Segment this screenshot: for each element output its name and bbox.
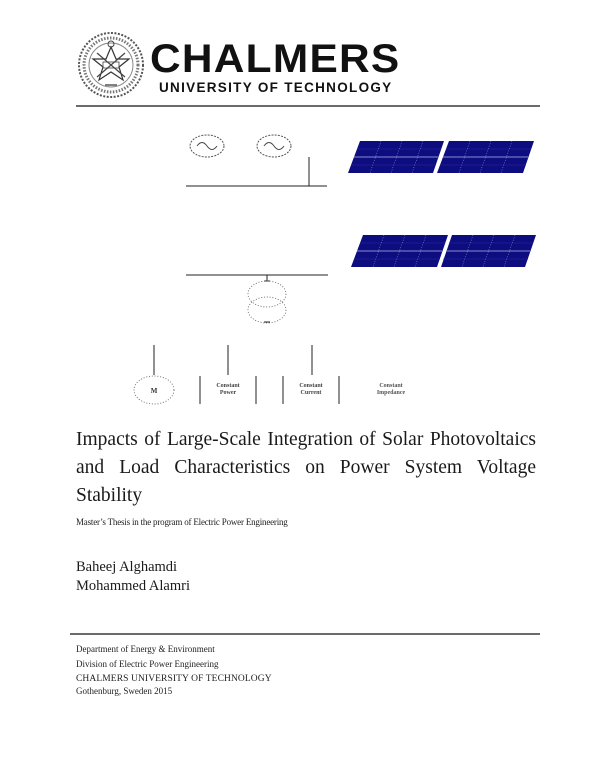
- solar-panel-icon: [441, 234, 536, 268]
- header-divider: [76, 105, 540, 107]
- department: Department of Energy & Environment: [76, 644, 215, 654]
- svg-text:Constant: Constant: [379, 383, 402, 389]
- thesis-subtitle: Master’s Thesis in the program of Electr…: [76, 517, 288, 527]
- generator-icon: [189, 134, 225, 158]
- brand-subtitle: UNIVERSITY OF TECHNOLOGY: [159, 80, 393, 95]
- division: Division of Electric Power Engineering: [76, 659, 219, 669]
- footer-info: Department of Energy & Environment Divis…: [76, 643, 272, 697]
- chalmers-seal-icon: [77, 31, 145, 99]
- svg-text:Constant: Constant: [299, 383, 322, 389]
- footer-divider: [70, 633, 540, 635]
- author-name: Baheej Alghamdi: [76, 559, 178, 575]
- generator-icon: [256, 134, 292, 158]
- svg-text:Constant: Constant: [216, 383, 239, 389]
- author-name: Mohammed Alamri: [76, 578, 190, 594]
- svg-text:Impedance: Impedance: [377, 390, 406, 396]
- transformer-icon: [247, 280, 287, 324]
- location-year: Gothenburg, Sweden 2015: [76, 686, 173, 696]
- university: CHALMERS UNIVERSITY OF TECHNOLOGY: [76, 674, 272, 684]
- svg-text:Current: Current: [301, 390, 322, 396]
- thesis-title: Impacts of Large-Scale Integration of So…: [76, 429, 536, 506]
- author-list: Baheej Alghamdi Mohammed Alamri: [76, 558, 190, 596]
- solar-panel-icon: [351, 234, 448, 268]
- brand-name: CHALMERS: [150, 37, 401, 81]
- power-system-diagram: M Constant Power Constant Current Consta…: [0, 110, 600, 410]
- svg-text:Power: Power: [220, 390, 237, 396]
- solar-panel-icon: [437, 140, 534, 174]
- solar-panel-icon: [348, 140, 444, 174]
- svg-text:M: M: [151, 387, 158, 395]
- motor-load-icon: M: [133, 375, 175, 405]
